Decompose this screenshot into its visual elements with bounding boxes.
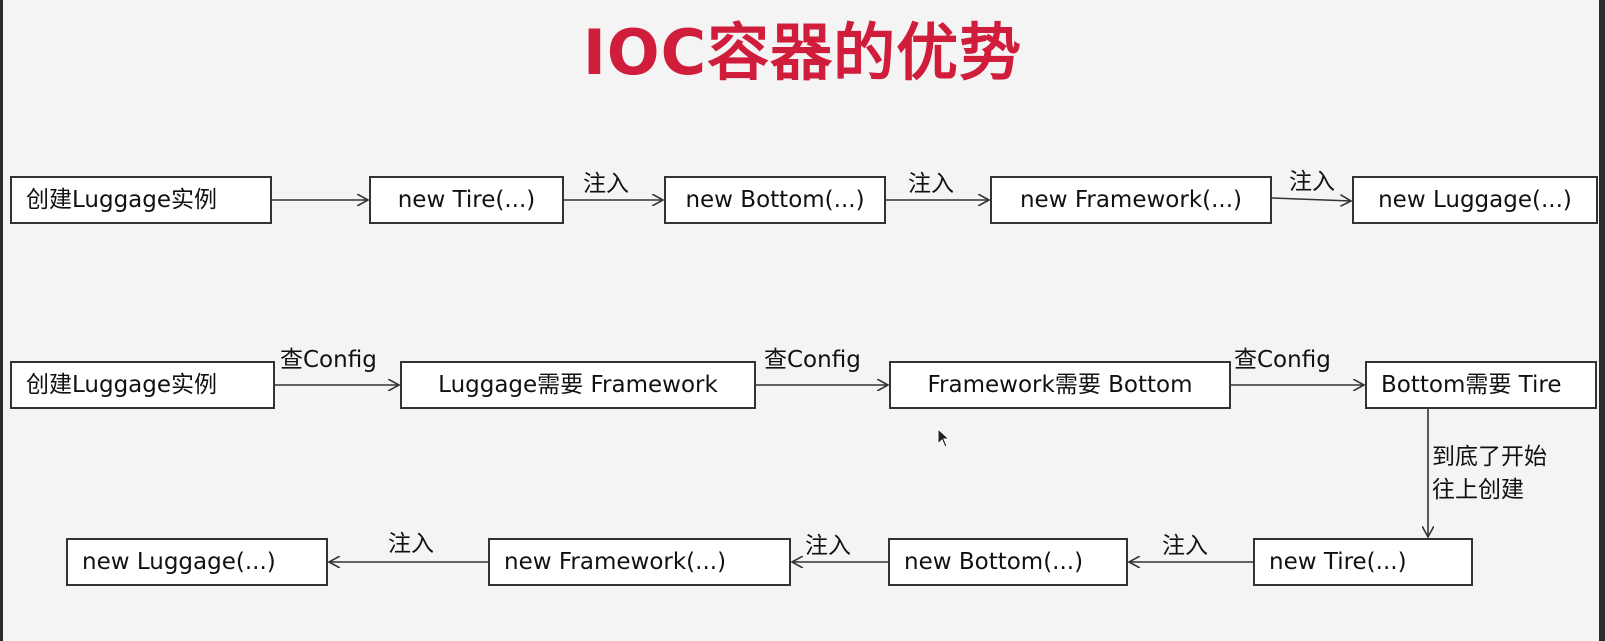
row3-inject-label-3: 注入 [1162,533,1208,559]
row1-inject-label-2: 注入 [908,171,954,197]
row1-new-bottom-box: new Bottom(...) [664,176,886,224]
row2-check-config-label-3: 查Config [1234,347,1331,373]
row2-create-luggage-box: 创建Luggage实例 [10,361,275,409]
row3-inject-label-1: 注入 [388,531,434,557]
down-label-line1: 到底了开始 [1432,444,1547,470]
row3-inject-label-2: 注入 [805,533,851,559]
row1-inject-label-3: 注入 [1289,169,1335,195]
row1-new-luggage-box: new Luggage(...) [1352,176,1598,224]
row1-new-framework-box: new Framework(...) [990,176,1272,224]
mouse-cursor-icon [937,428,951,448]
row2-luggage-needs-framework-box: Luggage需要 Framework [400,361,756,409]
row2-check-config-label-2: 查Config [764,347,861,373]
row1-create-luggage-box: 创建Luggage实例 [10,176,272,224]
row2-check-config-label-1: 查Config [280,347,377,373]
row2-framework-needs-bottom-box: Framework需要 Bottom [889,361,1231,409]
down-label-line2: 往上创建 [1432,477,1524,503]
row1-new-tire-box: new Tire(...) [369,176,564,224]
row3-new-tire-box: new Tire(...) [1253,538,1473,586]
row1-inject-label-1: 注入 [583,171,629,197]
row2-bottom-needs-tire-box: Bottom需要 Tire [1365,361,1597,409]
row3-new-bottom-box: new Bottom(...) [888,538,1128,586]
row1-arrow-4 [1271,198,1351,201]
row3-new-luggage-box: new Luggage(...) [66,538,328,586]
slide-title: IOC容器的优势 [582,16,1023,89]
row3-new-framework-box: new Framework(...) [488,538,791,586]
